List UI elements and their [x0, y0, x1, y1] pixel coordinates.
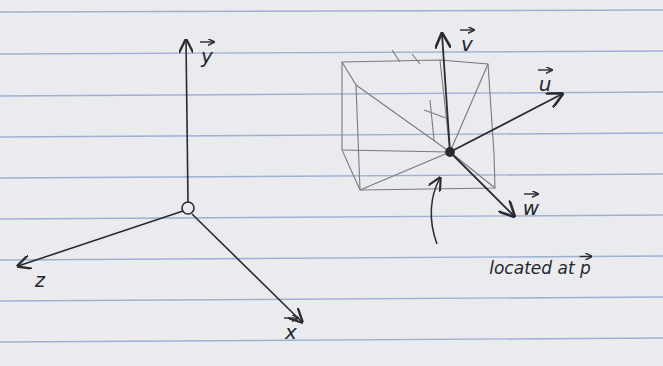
vector-label: u — [539, 74, 552, 94]
vector-label: v — [461, 34, 473, 54]
annotation: located at p — [489, 260, 591, 277]
vector-label: w — [523, 198, 539, 218]
axis-label: z — [35, 271, 45, 290]
world-frame — [18, 40, 302, 322]
leader-line — [431, 178, 440, 244]
vector-arrows — [580, 256, 592, 257]
axis-label: y — [201, 46, 213, 66]
paper-lines — [0, 10, 663, 342]
vector-arrow — [580, 256, 592, 257]
local-frame — [442, 34, 562, 216]
axis-label: x — [285, 322, 297, 342]
cube — [342, 50, 495, 190]
